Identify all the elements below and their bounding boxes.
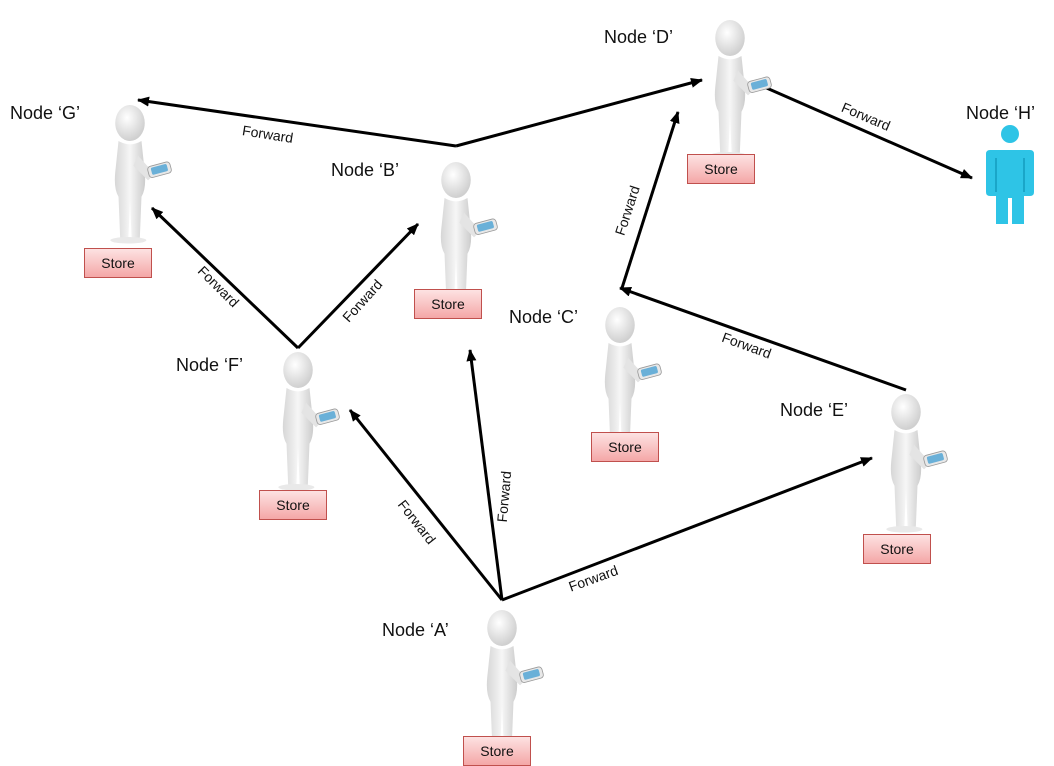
node-c-store: Store	[591, 432, 659, 462]
node-g-person-icon	[109, 104, 173, 244]
node-c-person-icon	[599, 306, 663, 446]
edge-b-d	[455, 78, 703, 148]
edge-label-b-g: Forward	[241, 122, 294, 146]
edge-label-a-f: Forward	[395, 497, 439, 547]
edge-a-b	[466, 349, 504, 601]
edge-d-h	[761, 84, 973, 180]
node-a-person-icon	[481, 609, 545, 749]
edge-a-f	[348, 409, 504, 601]
node-g-label: Node ‘G’	[10, 103, 81, 123]
edge-f-g	[150, 206, 300, 350]
edge-f-b	[296, 222, 420, 350]
node-a-store: Store	[463, 736, 531, 766]
node-d-person-icon	[709, 19, 773, 159]
edge-e-c	[619, 286, 907, 392]
edge-label-c-d: Forward	[612, 184, 643, 238]
node-b-label: Node ‘B’	[331, 160, 400, 180]
edge-label-a-b: Forward	[494, 470, 514, 523]
node-b-person-icon	[435, 161, 499, 301]
node-e-person-icon	[885, 393, 949, 533]
node-e-label: Node ‘E’	[780, 400, 849, 420]
edge-a-e	[501, 456, 873, 602]
node-d-store: Store	[687, 154, 755, 184]
node-f-store: Store	[259, 490, 327, 520]
node-h-destination-person-icon	[986, 125, 1034, 224]
node-f-person-icon	[277, 351, 341, 491]
node-g-store: Store	[84, 248, 152, 278]
people-layer	[109, 19, 1034, 749]
edge-c-d	[620, 111, 680, 289]
node-e-store: Store	[863, 534, 931, 564]
edge-label-d-h: Forward	[839, 99, 893, 134]
node-a-label: Node ‘A’	[382, 620, 449, 640]
node-b-store: Store	[414, 289, 482, 319]
edge-b-g	[137, 96, 457, 148]
node-h-label: Node ‘H’	[966, 103, 1036, 123]
node-f-label: Node ‘F’	[176, 355, 244, 375]
node-c-label: Node ‘C’	[509, 307, 579, 327]
node-d-label: Node ‘D’	[604, 27, 674, 47]
edge-label-a-e: Forward	[566, 562, 620, 595]
